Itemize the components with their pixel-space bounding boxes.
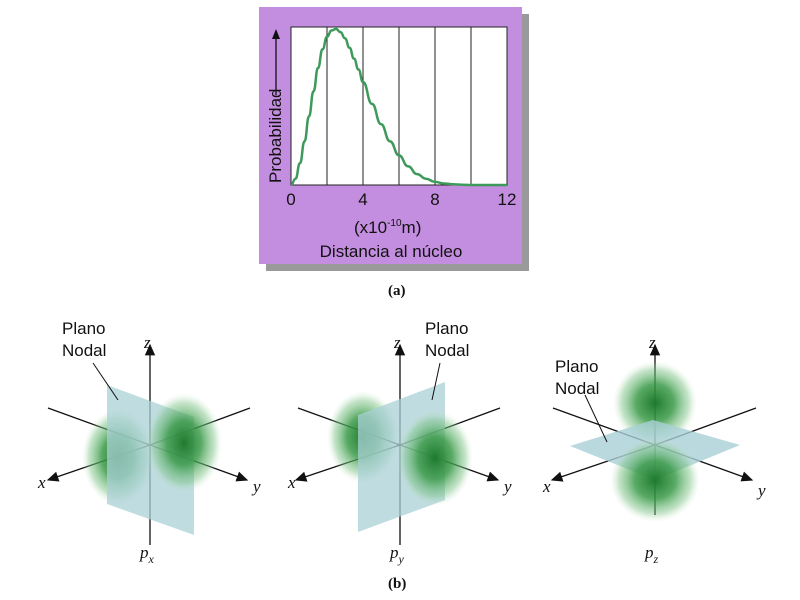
plane-label: Plano	[62, 319, 105, 338]
x-tick: 0	[286, 190, 295, 209]
z-label: z	[143, 333, 151, 352]
y-label: y	[251, 477, 261, 496]
x-unit: (x10-10m)	[354, 218, 421, 237]
x-axis-label: Distancia al núcleo	[320, 242, 463, 261]
probability-curve	[290, 27, 507, 187]
plane-label: Nodal	[555, 379, 599, 398]
x-tick: 4	[358, 190, 367, 209]
plane-label: Plano	[425, 319, 468, 338]
orbital-py: Plano Nodal z x y py	[287, 319, 512, 566]
orbital-px: Plano Nodal z x y px	[37, 319, 261, 566]
orbital-label: py	[389, 543, 405, 566]
plane-label: Plano	[555, 357, 598, 376]
leader-line	[92, 362, 119, 401]
caption-a: (a)	[388, 283, 406, 299]
y-axis-arrowhead	[272, 29, 280, 39]
orbital-lobe	[146, 393, 222, 493]
orbital-pz: Plano Nodal z x y pz	[542, 333, 766, 566]
plane-label: Nodal	[425, 341, 469, 360]
z-label: z	[393, 333, 401, 352]
y-label: y	[756, 481, 766, 500]
orbital-lobe	[397, 410, 473, 506]
probability-chart: Probabilidad 0 4 8 12 (x10-10m) Distanci…	[266, 26, 517, 261]
x-label: x	[287, 473, 296, 492]
z-label: z	[648, 333, 656, 352]
x-tick: 8	[430, 190, 439, 209]
gridlines	[326, 27, 472, 185]
y-label: y	[502, 477, 512, 496]
orbital-lobe	[610, 438, 700, 522]
leader-line	[584, 394, 608, 443]
plane-label: Nodal	[62, 341, 106, 360]
x-tick: 12	[498, 190, 517, 209]
orbitals-diagram: Plano Nodal z x y px Plano Nodal z x y p…	[37, 319, 766, 566]
caption-b: (b)	[388, 576, 407, 592]
orbital-label: pz	[644, 543, 659, 566]
leader-line	[431, 362, 441, 401]
x-label: x	[542, 477, 551, 496]
x-label: x	[37, 473, 46, 492]
y-axis-label: Probabilidad	[266, 88, 285, 183]
orbital-lobe	[613, 361, 697, 445]
orbital-label: px	[139, 543, 155, 566]
